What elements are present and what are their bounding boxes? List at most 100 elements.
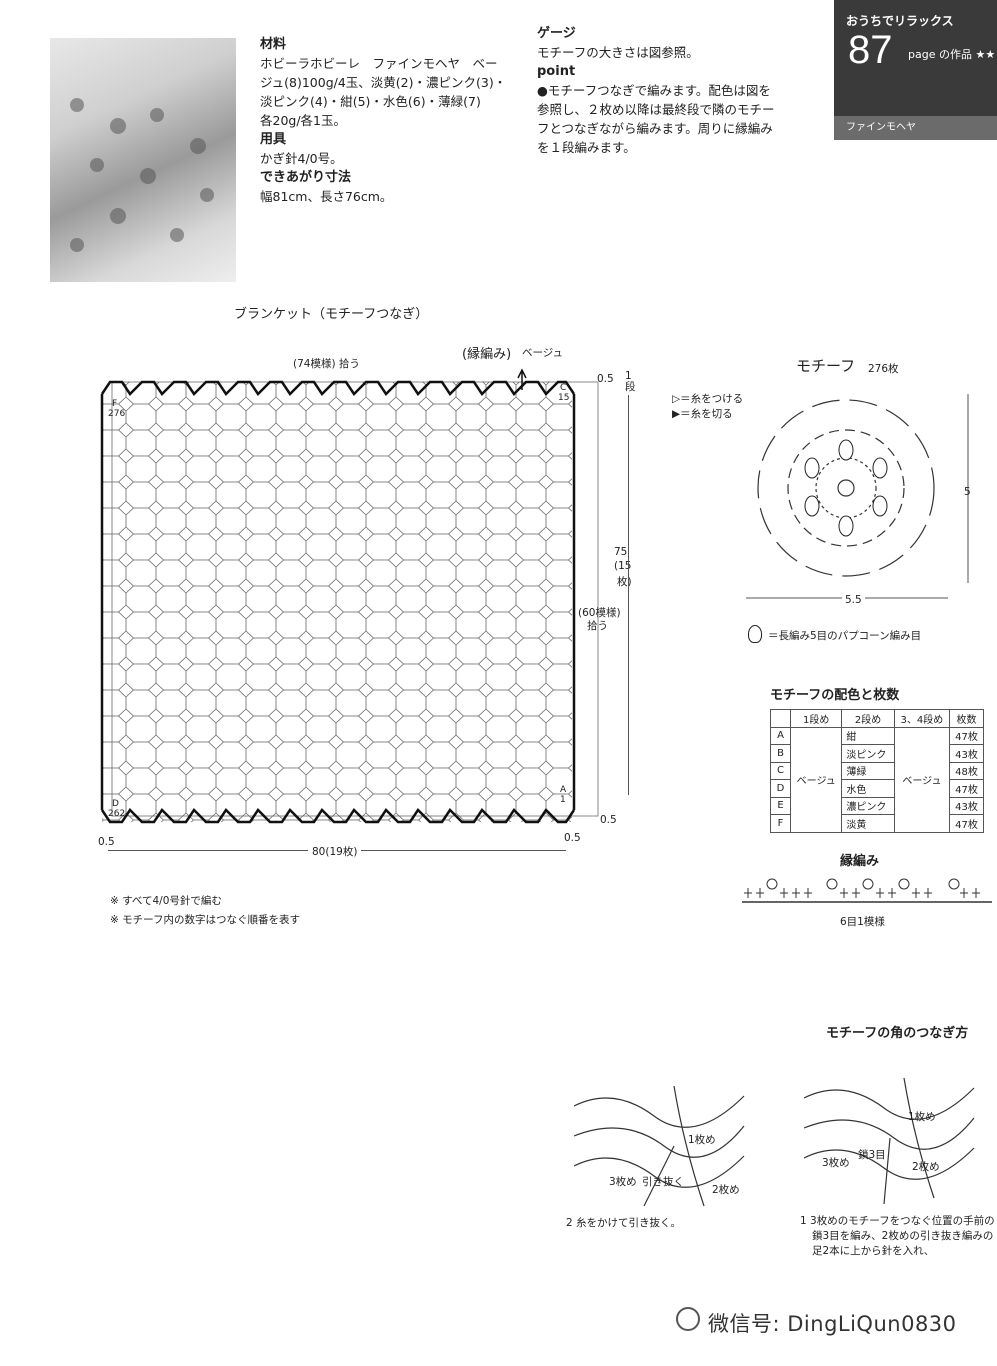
table-cell: 43枚 bbox=[949, 744, 984, 763]
table-cell: 43枚 bbox=[949, 796, 984, 815]
svg-text:A: A bbox=[560, 785, 567, 795]
svg-text:1: 1 bbox=[560, 795, 566, 805]
materials-block: 材料 ホビーラホビーレ ファインモヘヤ ベー ジュ(8)100g/4玉、淡黄(2… bbox=[260, 35, 520, 206]
watermark: 微信号: DingLiQun0830 bbox=[708, 1312, 957, 1336]
step2-label: 3枚め bbox=[609, 1176, 637, 1188]
pattern-number: 87 bbox=[848, 28, 893, 72]
motif-width: 5.5 bbox=[842, 594, 865, 606]
table-cell: A bbox=[770, 726, 791, 745]
series-title: おうちでリラックス bbox=[846, 14, 954, 28]
step2-label: 2枚め bbox=[712, 1184, 740, 1196]
popcorn-legend: ＝長編み5目のパプコーン編み目 bbox=[768, 630, 922, 642]
table-cell: 47枚 bbox=[949, 726, 984, 745]
materials-line: 淡ピンク(4)・紺(5)・水色(6)・薄緑(7) bbox=[260, 94, 481, 109]
yarn-label: ファインモヘヤ bbox=[834, 116, 997, 140]
margin-top: 0.5 bbox=[597, 373, 614, 385]
svg-text:D: D bbox=[112, 799, 119, 809]
table-header: 3、4段め bbox=[893, 709, 951, 728]
gauge-text: モチーフの大きさは図参照。 bbox=[537, 45, 699, 60]
tools-title: 用具 bbox=[260, 132, 287, 147]
blanket-photo bbox=[50, 38, 236, 282]
svg-text:F: F bbox=[112, 399, 117, 409]
table-cell: 47枚 bbox=[949, 814, 984, 833]
cut-legend: ▶＝糸を切る bbox=[672, 408, 733, 420]
tools-text: かぎ針4/0号。 bbox=[260, 151, 343, 166]
point-line: を１段編みます。 bbox=[537, 140, 636, 155]
margin-bottom: 0.5 bbox=[600, 814, 617, 826]
table-cell: ベージュ bbox=[893, 726, 951, 833]
side-pick: (60模様) bbox=[578, 607, 621, 619]
height-dim-line bbox=[628, 395, 629, 795]
svg-text:C: C bbox=[560, 383, 566, 393]
point-title: point bbox=[537, 64, 576, 79]
step2-caption: 2 糸をかけて引き抜く。 bbox=[566, 1217, 682, 1229]
step1-label: 3枚め bbox=[822, 1157, 850, 1169]
materials-line: ホビーラホビーレ ファインモヘヤ ベー bbox=[260, 56, 498, 71]
note-line: ※ モチーフ内の数字はつなぐ順番を表す bbox=[110, 914, 301, 926]
table-cell: 淡ピンク bbox=[841, 744, 895, 763]
step1-label: 鎖3目 bbox=[858, 1149, 886, 1161]
table-header: 1段め bbox=[789, 709, 843, 728]
gauge-block: ゲージ モチーフの大きさは図参照。 point ●モチーフつなぎで編みます。配色… bbox=[537, 24, 799, 157]
materials-line: 各20g/各1玉。 bbox=[260, 113, 347, 128]
blanket-title: ブランケット（モチーフつなぎ） bbox=[234, 307, 429, 322]
width-value: 80(19枚) bbox=[308, 844, 362, 859]
edge-label: (縁編み) bbox=[462, 347, 512, 362]
materials-title: 材料 bbox=[260, 37, 287, 52]
border-chart bbox=[742, 878, 992, 903]
step1-caption-line: 鎖3目を編み、2枚めの引き抜き編みの bbox=[812, 1230, 994, 1242]
table-cell: F bbox=[770, 814, 791, 833]
table-cell: E bbox=[770, 796, 791, 815]
step2-label: 1枚め bbox=[688, 1134, 716, 1146]
point-line: フとつなぎながら編みます。周りに縁編み bbox=[537, 121, 773, 136]
step2-label: 引き抜く bbox=[642, 1176, 684, 1188]
table-cell: 水色 bbox=[841, 779, 895, 798]
motif-height: 5 bbox=[964, 486, 971, 498]
row-unit: 段 bbox=[625, 381, 636, 393]
page-header: おうちでリラックス 87 page の作品 ★★ ファインモヘヤ bbox=[834, 0, 997, 140]
table-header: 枚数 bbox=[949, 709, 984, 728]
table-cell: 48枚 bbox=[949, 761, 984, 780]
size-title: できあがり寸法 bbox=[260, 170, 352, 185]
table-cell: ベージュ bbox=[789, 726, 843, 833]
step1-label: 1枚め bbox=[908, 1111, 936, 1123]
motif-chart bbox=[746, 394, 969, 599]
side-pick-2: 拾う bbox=[587, 620, 608, 632]
point-line: ●モチーフつなぎで編みます。配色は図を bbox=[537, 83, 771, 98]
step1-caption-line: 足2本に上から針を入れ、 bbox=[812, 1245, 935, 1257]
table-header bbox=[770, 709, 791, 728]
svg-text:15: 15 bbox=[558, 393, 569, 403]
table-cell: B bbox=[770, 744, 791, 763]
materials-line: ジュ(8)100g/4玉、淡黄(2)・濃ピンク(3)・ bbox=[260, 75, 507, 90]
wechat-icon bbox=[676, 1307, 700, 1331]
corner-title: モチーフの角のつなぎ方 bbox=[826, 1026, 969, 1041]
table-row: F 淡黄 47枚 bbox=[770, 814, 984, 833]
table-row: A ベージュ 紺 ベージュ 47枚 bbox=[770, 726, 984, 833]
border-title: 縁編み bbox=[840, 854, 880, 869]
table-header: 2段め bbox=[841, 709, 895, 728]
gauge-title: ゲージ bbox=[537, 26, 576, 41]
popcorn-icon bbox=[748, 625, 762, 643]
height-count-unit: 枚) bbox=[617, 576, 632, 588]
table-cell: 淡黄 bbox=[841, 814, 895, 833]
step1-caption-line: 1 3枚めのモチーフをつなぐ位置の手前の bbox=[800, 1215, 995, 1227]
svg-text:276: 276 bbox=[108, 409, 125, 419]
table-cell: 47枚 bbox=[949, 779, 984, 798]
corner-step1-illustration bbox=[804, 1078, 975, 1205]
edge-color: ベージュ bbox=[522, 347, 564, 359]
height-value: 75 bbox=[614, 546, 628, 558]
step1-label: 2枚め bbox=[912, 1161, 940, 1173]
border-repeat: 6目1模様 bbox=[840, 916, 885, 928]
table-row: B 淡ピンク 43枚 bbox=[770, 744, 984, 763]
colortable-title: モチーフの配色と枚数 bbox=[770, 688, 900, 703]
color-table: 1段め 2段め 3、4段め 枚数 A ベージュ 紺 ベージュ 47枚 B 淡ピンク… bbox=[770, 709, 984, 833]
top-pick: (74模様) 拾う bbox=[290, 356, 363, 371]
page-label: page の作品 ★★ bbox=[908, 48, 996, 61]
point-line: 参照し、２枚め以降は最終段で隣のモチー bbox=[537, 102, 775, 117]
note-line: ※ すべて4/0号針で編む bbox=[110, 895, 222, 907]
table-cell: 紺 bbox=[841, 726, 895, 745]
svg-text:262: 262 bbox=[108, 809, 125, 819]
table-cell: 薄緑 bbox=[841, 761, 895, 780]
